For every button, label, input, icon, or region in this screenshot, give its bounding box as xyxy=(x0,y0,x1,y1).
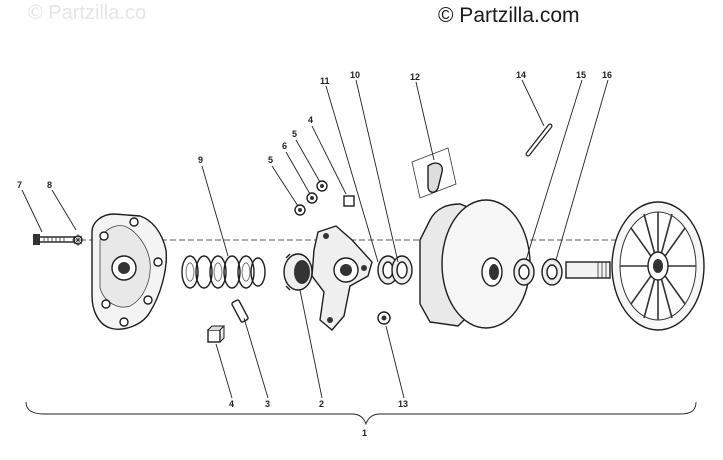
callout-1: 1 xyxy=(362,428,367,438)
cam-weight-part-12 xyxy=(411,147,457,199)
callout-13: 13 xyxy=(398,399,408,409)
pin-part-14 xyxy=(525,123,553,157)
bushing-part-15 xyxy=(513,258,535,286)
nut-part-5-upper xyxy=(316,180,328,192)
pin-part-3 xyxy=(231,299,249,323)
callout-9: 9 xyxy=(198,155,203,165)
nut-part-13 xyxy=(377,311,391,325)
assembly-bracket xyxy=(25,401,697,426)
bushing-part-10 xyxy=(391,255,413,285)
callout-5b: 5 xyxy=(292,129,297,139)
bolt-part-7 xyxy=(33,234,75,245)
callout-2: 2 xyxy=(319,399,324,409)
spring-stack-part-9 xyxy=(181,255,266,289)
callout-4-lower: 4 xyxy=(229,399,234,409)
callout-3: 3 xyxy=(265,399,270,409)
hub-nut-part-2 xyxy=(283,253,313,291)
callout-15: 15 xyxy=(576,70,586,80)
fixed-sheave xyxy=(565,201,705,331)
moveable-sheave xyxy=(419,199,531,329)
callout-12: 12 xyxy=(410,72,420,82)
nut-part-5-lower xyxy=(294,204,306,216)
callout-11: 11 xyxy=(320,76,330,86)
block-part-4-upper xyxy=(343,195,355,207)
block-part-4 xyxy=(207,325,226,343)
star-washer-part-8 xyxy=(72,234,84,246)
watermark: © Partzilla.com xyxy=(438,4,580,27)
callout-5a: 5 xyxy=(268,155,273,165)
callout-16: 16 xyxy=(602,70,612,80)
callout-4-upper: 4 xyxy=(308,115,313,125)
callout-6: 6 xyxy=(282,141,287,151)
washer-part-6 xyxy=(306,192,318,204)
watermark-faint: © Partzilla.co xyxy=(28,2,147,24)
leader-lines xyxy=(21,79,609,399)
callout-10: 10 xyxy=(350,70,360,80)
bushing-part-16 xyxy=(541,258,563,286)
callout-7: 7 xyxy=(17,180,22,190)
callout-8: 8 xyxy=(47,180,52,190)
callout-14: 14 xyxy=(516,70,526,80)
spider-assembly xyxy=(311,225,373,331)
cover-plate xyxy=(91,213,168,330)
